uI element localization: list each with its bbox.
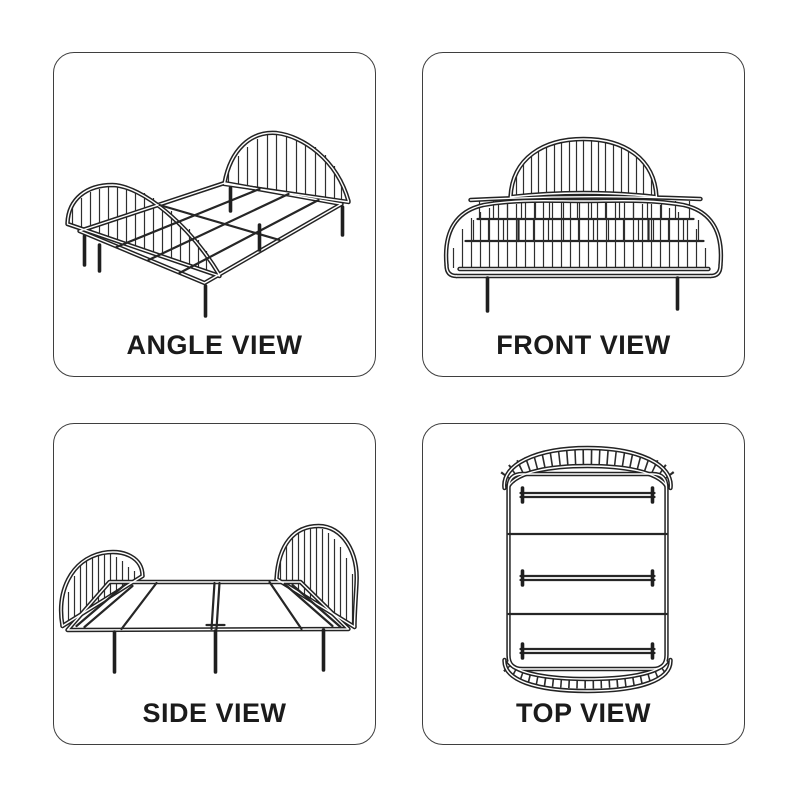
bed-frame-top-view-illustration — [500, 424, 675, 696]
bed-frame-front-view-illustration — [423, 53, 744, 313]
product-views-grid: ANGLE VIEW — [53, 52, 745, 745]
angle-view-label: ANGLE VIEW — [126, 330, 303, 360]
top-view-label: TOP VIEW — [515, 698, 652, 728]
panel-side-view: SIDE VIEW — [53, 423, 376, 745]
side-view-label: SIDE VIEW — [142, 698, 287, 728]
panel-front-view: FRONT VIEW — [422, 52, 745, 377]
bed-frame-angle-view-illustration — [54, 53, 375, 318]
panel-top-view: TOP VIEW — [422, 423, 745, 745]
front-view-label: FRONT VIEW — [496, 330, 671, 360]
panel-angle-view: ANGLE VIEW — [53, 52, 376, 377]
bed-frame-side-view-illustration — [54, 424, 375, 674]
